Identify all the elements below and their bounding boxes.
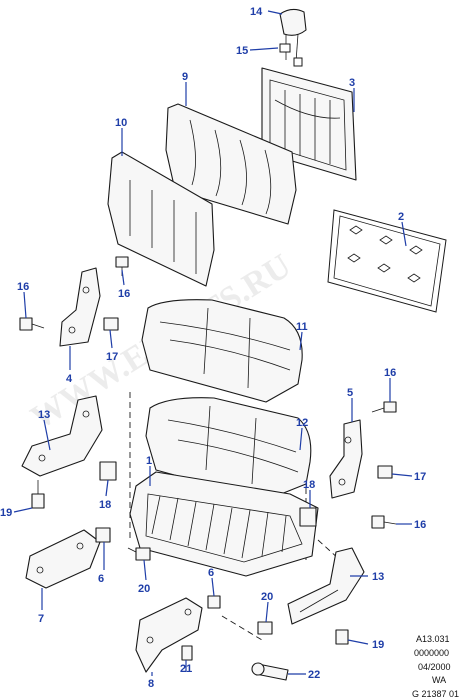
bushing-left xyxy=(103,317,119,331)
callout-16-a: 16 xyxy=(17,281,29,293)
bushing-right xyxy=(377,465,393,479)
callout-18-a: 18 xyxy=(99,499,111,511)
bolt-right xyxy=(371,515,397,529)
callout-16-c: 16 xyxy=(384,367,396,379)
headrest xyxy=(279,8,307,63)
callout-5: 5 xyxy=(347,387,353,399)
headrest-guide xyxy=(279,43,303,67)
screw-left xyxy=(127,547,151,561)
callout-3: 3 xyxy=(349,77,355,89)
callout-17-a: 17 xyxy=(106,351,118,363)
leader-lines xyxy=(13,10,413,676)
info-line-1: A13.031 xyxy=(416,634,450,644)
info-line-4: WA xyxy=(432,675,446,685)
callout-19-b: 19 xyxy=(372,639,384,651)
callout-15: 15 xyxy=(236,45,248,57)
drawing-info-block: A13.031 0000000 04/2000 WA G 21387 01 xyxy=(412,634,459,699)
bolt-lower-right xyxy=(335,629,349,645)
side-mount-left xyxy=(21,395,103,477)
seat-cushion-pad xyxy=(141,299,303,403)
info-line-3: 04/2000 xyxy=(418,662,451,672)
callout-11: 11 xyxy=(296,321,308,333)
bracket-left xyxy=(25,529,101,589)
callout-16-d: 16 xyxy=(414,519,426,531)
seat-frame xyxy=(129,471,319,577)
clamp-right xyxy=(207,595,221,609)
callout-9: 9 xyxy=(182,71,188,83)
callout-18-b: 18 xyxy=(303,479,315,491)
hinge-right xyxy=(329,419,363,499)
callout-numbers: 14 15 3 9 10 2 16 16 17 4 11 12 5 16 13 … xyxy=(0,6,426,690)
callout-12: 12 xyxy=(296,417,308,429)
pin-bottom xyxy=(251,662,289,681)
hinge-left xyxy=(59,267,101,347)
backrest-cover xyxy=(107,151,215,287)
callout-13-a: 13 xyxy=(38,409,50,421)
info-line-5: G 21387 01 xyxy=(412,689,459,699)
callout-8: 8 xyxy=(148,678,154,690)
callout-22: 22 xyxy=(308,669,320,681)
bolt-lower-left xyxy=(31,480,45,509)
callout-6-b: 6 xyxy=(208,567,214,579)
callout-21: 21 xyxy=(180,663,192,675)
callout-13-b: 13 xyxy=(372,571,384,583)
bolt-left xyxy=(19,317,45,331)
bracket-right xyxy=(135,597,203,673)
screw-right xyxy=(257,621,273,635)
callout-20-b: 20 xyxy=(261,591,273,603)
callout-7: 7 xyxy=(38,613,44,625)
info-line-2: 0000000 xyxy=(414,648,449,658)
callout-20-a: 20 xyxy=(138,583,150,595)
callout-2: 2 xyxy=(398,211,404,223)
clip-right xyxy=(299,507,317,527)
clip-left xyxy=(99,461,117,481)
backrest-pad xyxy=(165,103,297,225)
bolt-upper-right xyxy=(371,401,397,413)
callout-1: 1 xyxy=(146,455,152,467)
callout-6-a: 6 xyxy=(98,573,104,585)
callout-4: 4 xyxy=(66,373,73,385)
clamp-left xyxy=(95,527,111,543)
callout-19-a: 19 xyxy=(0,507,12,519)
callout-14: 14 xyxy=(250,6,263,18)
callout-17-b: 17 xyxy=(414,471,426,483)
seat-cushion-cover xyxy=(145,397,312,501)
callout-10: 10 xyxy=(115,117,127,129)
bolt-bottom xyxy=(181,645,193,661)
callout-16-b: 16 xyxy=(118,288,130,300)
backrest-panel xyxy=(327,209,447,313)
side-rail-right xyxy=(287,547,365,625)
